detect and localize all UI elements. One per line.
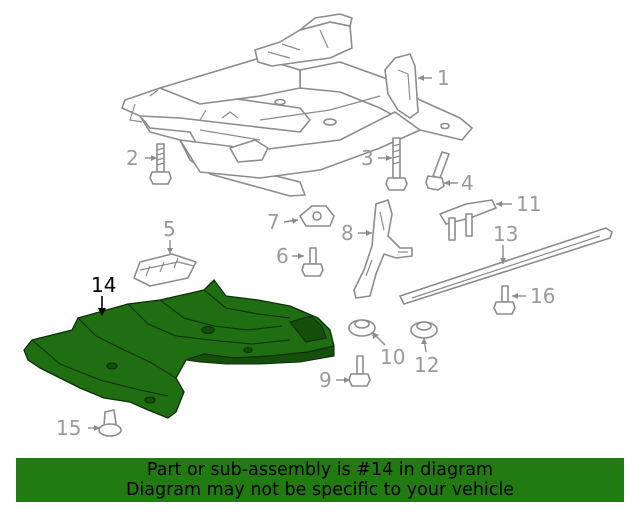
banner-line-1: Part or sub-assembly is #14 in diagram — [146, 460, 494, 480]
callout-12: 12 — [414, 353, 439, 377]
banner-line-2: Diagram may not be specific to your vehi… — [125, 480, 515, 500]
callout-1: 1 — [437, 66, 450, 90]
part-15-pin[interactable] — [98, 409, 122, 437]
callout-14: 14 — [91, 273, 116, 297]
callout-15: 15 — [56, 416, 81, 440]
callout-8: 8 — [341, 221, 354, 245]
part-13-bar[interactable] — [399, 227, 613, 305]
part-11-bracket[interactable] — [439, 199, 497, 241]
part-1-subframe[interactable] — [121, 13, 473, 197]
part-10-nut[interactable] — [348, 319, 376, 337]
callout-4: 4 — [461, 171, 474, 195]
leader-arrowheads — [94, 75, 518, 431]
callout-9: 9 — [319, 368, 332, 392]
part-8-brace[interactable] — [353, 199, 413, 299]
part-2-bolt[interactable] — [149, 143, 172, 185]
part-4-bolt[interactable] — [425, 151, 450, 191]
callout-7: 7 — [267, 210, 280, 234]
part-info-banner: Part or sub-assembly is #14 in diagram D… — [16, 458, 624, 502]
part-6-bolt[interactable] — [301, 247, 324, 277]
parts-diagram: 1 2 3 4 5 6 7 8 9 10 11 12 13 14 15 16 — [23, 13, 613, 440]
part-12-nut[interactable] — [410, 321, 438, 339]
callout-10: 10 — [380, 345, 405, 369]
callout-11: 11 — [516, 192, 541, 216]
callout-16: 16 — [530, 284, 555, 308]
part-9-bolt[interactable] — [348, 355, 371, 387]
callout-5: 5 — [163, 217, 176, 241]
part-7-bracket[interactable] — [299, 205, 335, 227]
callout-3: 3 — [361, 146, 374, 170]
callout-2: 2 — [126, 146, 139, 170]
part-5-bracket[interactable] — [133, 253, 197, 287]
callout-6: 6 — [276, 244, 289, 268]
part-3-bolt[interactable] — [385, 137, 408, 191]
callout-13: 13 — [493, 222, 518, 246]
callout-labels: 1 2 3 4 5 6 7 8 9 10 11 12 13 14 15 16 — [56, 66, 555, 440]
part-14-shield[interactable] — [23, 279, 335, 419]
part-16-bolt[interactable] — [493, 285, 516, 315]
